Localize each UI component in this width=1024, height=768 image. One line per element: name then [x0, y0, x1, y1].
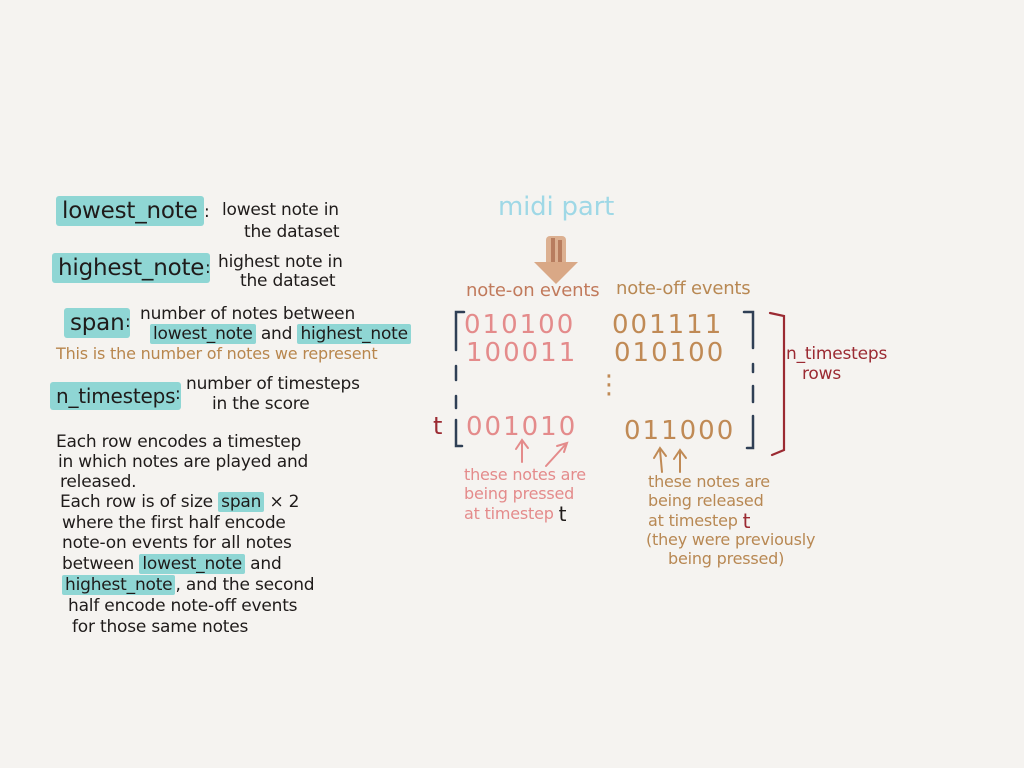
matrix-left-bracket: [454, 310, 466, 448]
row-2-note-on: 100011: [466, 338, 578, 368]
midi-part-title: midi part: [498, 192, 615, 222]
note-off-header: note-off events: [616, 278, 751, 299]
paragraph-line-6: note-on events for all notes: [62, 533, 292, 553]
inline-lowest-note: lowest_note: [139, 554, 245, 574]
note-on-annotation: these notes are being pressed at timeste…: [464, 465, 586, 526]
colon: :: [204, 202, 210, 222]
paragraph-line-4: Each row is of size span × 2: [60, 492, 300, 512]
paragraph-line-9: half encode note-off events: [68, 596, 298, 616]
span-note: This is the number of notes we represent: [56, 344, 378, 363]
def-lowest-note-2: the dataset: [244, 222, 340, 242]
note-on-header: note-on events: [466, 280, 600, 301]
colon: :: [175, 384, 181, 404]
def-span-1: number of notes between: [140, 304, 356, 324]
def-highest-note-1: highest note in: [218, 252, 343, 272]
note-off-annotation: these notes are being released at timest…: [646, 472, 816, 568]
rows-bracket: [768, 311, 786, 457]
paragraph-line-8: highest_note, and the second: [62, 575, 315, 596]
colon: :: [205, 258, 211, 278]
term-highest-note: highest_note: [52, 253, 211, 283]
term-span: span: [64, 308, 131, 338]
inline-highest-note: highest_note: [62, 575, 176, 595]
row-t-note-off: 011000: [624, 416, 736, 446]
def-highest-note-2: the dataset: [240, 271, 336, 291]
def-lowest-note-1: lowest note in: [222, 200, 339, 220]
inline-lowest-note: lowest_note: [150, 324, 256, 344]
note-on-arrows: [515, 438, 569, 467]
row-2-note-off: 010100: [614, 338, 726, 368]
inline-span: span: [218, 492, 265, 512]
note-off-arrows: [653, 446, 687, 473]
paragraph-line-5: where the first half encode: [62, 513, 286, 533]
paragraph-line-7: between lowest_note and: [62, 554, 282, 574]
n-timesteps-rows-label: n_timesteps rows: [786, 344, 888, 384]
term-n-timesteps: n_timesteps: [50, 382, 182, 410]
def-n-timesteps-2: in the score: [212, 394, 310, 414]
matrix-right-bracket: [742, 310, 755, 450]
paragraph-line-2: in which notes are played and: [58, 452, 309, 472]
paragraph-line-1: Each row encodes a timestep: [56, 432, 302, 452]
term-lowest-note: lowest_note: [56, 196, 204, 226]
row-1-note-off: 001111: [612, 310, 724, 340]
timestep-t-label: t: [433, 412, 443, 440]
def-n-timesteps-1: number of timesteps: [186, 374, 360, 394]
down-arrow-icon: [534, 236, 578, 284]
def-span-2: lowest_note and highest_note: [150, 324, 411, 344]
paragraph-line-3: released.: [60, 472, 137, 492]
row-1-note-on: 010100: [464, 310, 576, 340]
inline-highest-note: highest_note: [297, 324, 411, 344]
row-ellipsis: ⋮: [596, 370, 624, 400]
paragraph-line-10: for those same notes: [72, 617, 249, 637]
colon: :: [125, 312, 131, 332]
row-t-note-on: 001010: [466, 412, 578, 442]
